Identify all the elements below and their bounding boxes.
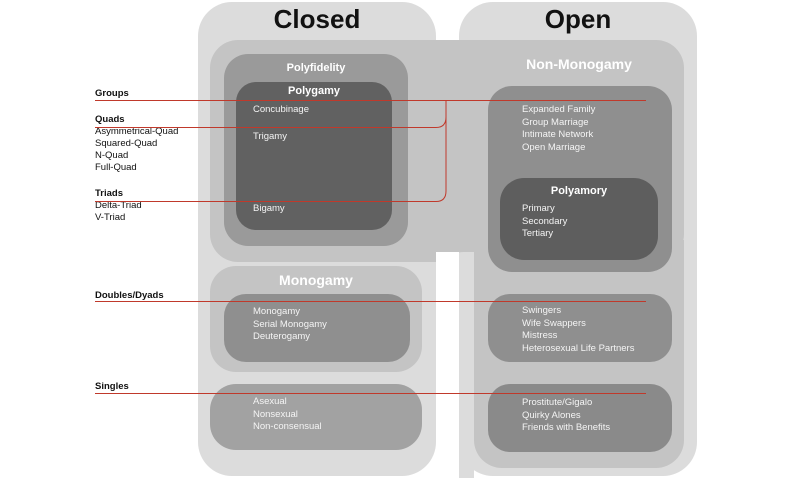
polyamory-item: Primary — [522, 203, 555, 214]
gap-fill — [436, 252, 459, 478]
open-doubles-items: Swingers Wife Swappers Mistress Heterose… — [522, 305, 634, 355]
open-doubles-item: Swingers — [522, 305, 562, 316]
open-singles-item: Quirky Alones — [522, 409, 581, 421]
label-singles-heading: Singles — [95, 381, 129, 392]
open-singles-item: Prostitute/Gigalo — [522, 397, 593, 408]
polyamory-panel: Polyamory — [500, 178, 658, 260]
label-groups-heading: Groups — [95, 88, 129, 99]
polygamy-item-3: Bigamy — [253, 203, 285, 214]
label-triads: Triads Delta-Triad V-Triad — [95, 188, 142, 224]
polygamy-panel: Polygamy — [236, 82, 392, 230]
label-quads-item: Full-Quad — [95, 162, 137, 173]
monogamy-item: Serial Monogamy — [253, 318, 327, 330]
polyfidelity-title: Polyfidelity — [286, 62, 346, 74]
label-quads-item: Squared-Quad — [95, 138, 158, 149]
non-monogamy-items: Expanded Family Group Marriage Intimate … — [522, 104, 595, 154]
label-quads-heading: Quads — [95, 114, 125, 125]
closed-singles-item: Non-consensual — [253, 421, 322, 432]
closed-singles-item: Asexual — [253, 396, 287, 407]
open-singles-items: Prostitute/Gigalo Quirky Alones Friends … — [522, 397, 610, 435]
label-triads-item: Delta-Triad — [95, 200, 142, 211]
polygamy-title: Polygamy — [288, 85, 340, 97]
closed-title: Closed — [273, 4, 361, 34]
open-doubles-item: Heterosexual Life Partners — [522, 342, 635, 354]
monogamy-item: Deuterogamy — [253, 331, 311, 342]
polyamory-title: Polyamory — [550, 185, 608, 197]
open-inner-corner — [459, 252, 474, 476]
non-monogamy-item: Intimate Network — [522, 129, 594, 140]
closed-singles-items: Asexual Nonsexual Non-consensual — [253, 396, 322, 434]
quads-line — [95, 100, 447, 128]
closed-singles-item: Nonsexual — [253, 408, 298, 420]
polyamory-items: Primary Secondary Tertiary — [522, 203, 567, 241]
label-quads-item: N-Quad — [95, 150, 129, 161]
polygamy-item-1: Concubinage — [253, 104, 309, 115]
monogamy-item: Monogamy — [253, 306, 300, 317]
open-doubles-item: Mistress — [522, 330, 558, 341]
open-title: Open — [544, 4, 612, 34]
label-doubles: Doubles/Dyads — [95, 290, 164, 302]
label-quads-item: Asymmetrical-Quad — [95, 126, 179, 137]
label-singles: Singles — [95, 381, 129, 393]
monogamy-items: Monogamy Serial Monogamy Deuterogamy — [253, 306, 327, 344]
non-monogamy-item: Expanded Family — [522, 104, 596, 115]
non-monogamy-item: Group Marriage — [522, 116, 589, 128]
open-doubles-item: Wife Swappers — [522, 317, 586, 329]
label-triads-item: V-Triad — [95, 212, 126, 223]
open-doubles-panel — [488, 294, 672, 362]
triads-line — [95, 100, 447, 202]
label-triads-heading: Triads — [95, 188, 123, 199]
label-groups: Groups — [95, 88, 129, 100]
closed-singles-panel — [210, 384, 422, 450]
open-singles-item: Friends with Benefits — [522, 422, 611, 433]
non-monogamy-item: Open Marriage — [522, 141, 586, 153]
open-singles-panel — [488, 384, 672, 452]
polyamory-item: Secondary — [522, 215, 568, 227]
polygamy-item-2: Trigamy — [253, 131, 287, 142]
polyamory-item: Tertiary — [522, 228, 554, 239]
monogamy-inner-panel — [224, 294, 410, 362]
label-quads: Quads Asymmetrical-Quad Squared-Quad N-Q… — [95, 114, 178, 174]
monogamy-title: Monogamy — [279, 272, 353, 288]
non-monogamy-title: Non-Monogamy — [526, 56, 632, 72]
label-doubles-heading: Doubles/Dyads — [95, 290, 164, 301]
